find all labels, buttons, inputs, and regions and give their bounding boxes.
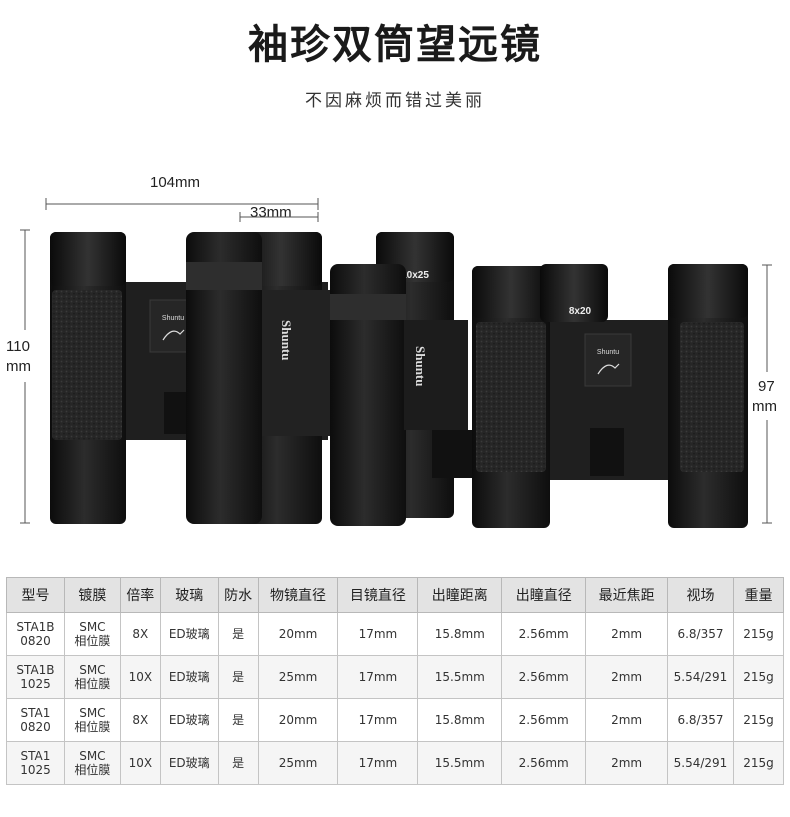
fov-cell: 6.8/357 bbox=[667, 698, 734, 742]
magnification-cell: 8X bbox=[119, 612, 161, 656]
header-cell: 镀膜 bbox=[63, 577, 121, 613]
magnification-cell: 8X bbox=[119, 698, 161, 742]
header-cell: 出瞳直径 bbox=[501, 577, 587, 613]
weight-cell: 215g bbox=[732, 612, 785, 656]
height-large-value: 110 bbox=[6, 338, 30, 355]
min-focus-cell: 2mm bbox=[585, 612, 668, 656]
binocular-center: Shuntu 10x25 Shuntu bbox=[186, 232, 472, 526]
page-subtitle: 不因麻烦而错过美丽 bbox=[305, 91, 485, 111]
header-cell: 倍率 bbox=[119, 577, 161, 613]
waterproof-cell: 是 bbox=[217, 612, 259, 656]
weight-cell: 215g bbox=[732, 698, 785, 742]
min-focus-cell: 2mm bbox=[585, 698, 668, 742]
brand-vertical-2: Shuntu bbox=[413, 346, 428, 386]
eyepiece-label-10x25: 10x25 bbox=[401, 270, 429, 281]
header-cell: 物镜直径 bbox=[257, 577, 339, 613]
spec-table: 型号 镀膜 倍率 玻璃 防水 物镜直径 目镜直径 出瞳距离 出瞳直径 最近焦距 … bbox=[6, 577, 785, 785]
exit-pupil-cell: 2.56mm bbox=[501, 655, 587, 699]
min-focus-cell: 2mm bbox=[585, 741, 668, 785]
height-small-unit: mm bbox=[752, 398, 777, 415]
binoculars-illustration: Shuntu Shuntu 10x25 Shuntu 8x20 Shuntu bbox=[20, 198, 772, 528]
header-cell: 出瞳距离 bbox=[417, 577, 503, 613]
waterproof-cell: 是 bbox=[217, 698, 259, 742]
header-cell: 防水 bbox=[217, 577, 259, 613]
brand-vertical-1: Shuntu bbox=[279, 320, 294, 360]
eye-relief-cell: 15.5mm bbox=[417, 655, 503, 699]
objective-cell: 20mm bbox=[257, 698, 339, 742]
eyepiece-cell: 17mm bbox=[337, 698, 419, 742]
brand-logo-1: Shuntu bbox=[162, 315, 184, 322]
weight-cell: 215g bbox=[732, 655, 785, 699]
spec-header-row: 型号 镀膜 倍率 玻璃 防水 物镜直径 目镜直径 出瞳距离 出瞳直径 最近焦距 … bbox=[6, 577, 785, 613]
waterproof-cell: 是 bbox=[217, 655, 259, 699]
width-dimension-label: 104mm bbox=[150, 174, 201, 191]
eyepiece-cell: 17mm bbox=[337, 612, 419, 656]
objective-cell: 25mm bbox=[257, 741, 339, 785]
dimension-lines bbox=[20, 198, 772, 524]
height-small-value: 97 bbox=[758, 378, 775, 395]
header-cell: 视场 bbox=[667, 577, 734, 613]
binocular-right: 8x20 Shuntu bbox=[472, 264, 748, 528]
exit-pupil-cell: 2.56mm bbox=[501, 612, 587, 656]
fov-cell: 5.54/291 bbox=[667, 655, 734, 699]
glass-cell: ED玻璃 bbox=[159, 612, 219, 656]
min-focus-cell: 2mm bbox=[585, 655, 668, 699]
exit-pupil-cell: 2.56mm bbox=[501, 741, 587, 785]
eye-relief-cell: 15.8mm bbox=[417, 612, 503, 656]
eyepiece-label-8x20: 8x20 bbox=[569, 306, 592, 317]
waterproof-cell: 是 bbox=[217, 741, 259, 785]
eye-relief-cell: 15.5mm bbox=[417, 741, 503, 785]
eye-relief-cell: 15.8mm bbox=[417, 698, 503, 742]
height-large-unit: mm bbox=[6, 358, 31, 375]
exit-pupil-cell: 2.56mm bbox=[501, 698, 587, 742]
glass-cell: ED玻璃 bbox=[159, 655, 219, 699]
magnification-cell: 10X bbox=[119, 741, 161, 785]
glass-cell: ED玻璃 bbox=[159, 698, 219, 742]
glass-cell: ED玻璃 bbox=[159, 741, 219, 785]
header-cell: 最近焦距 bbox=[585, 577, 668, 613]
eyepiece-cell: 17mm bbox=[337, 655, 419, 699]
magnification-cell: 10X bbox=[119, 655, 161, 699]
page-title: 袖珍双筒望远镜 bbox=[248, 22, 542, 68]
fov-cell: 6.8/357 bbox=[667, 612, 734, 656]
header-cell: 玻璃 bbox=[159, 577, 219, 613]
eyepiece-cell: 17mm bbox=[337, 741, 419, 785]
brand-logo-2: Shuntu bbox=[597, 349, 619, 356]
objective-cell: 25mm bbox=[257, 655, 339, 699]
header-cell: 重量 bbox=[732, 577, 785, 613]
objective-cell: 20mm bbox=[257, 612, 339, 656]
header-cell: 型号 bbox=[6, 577, 65, 613]
weight-cell: 215g bbox=[732, 741, 785, 785]
fov-cell: 5.54/291 bbox=[667, 741, 734, 785]
header-cell: 目镜直径 bbox=[337, 577, 419, 613]
